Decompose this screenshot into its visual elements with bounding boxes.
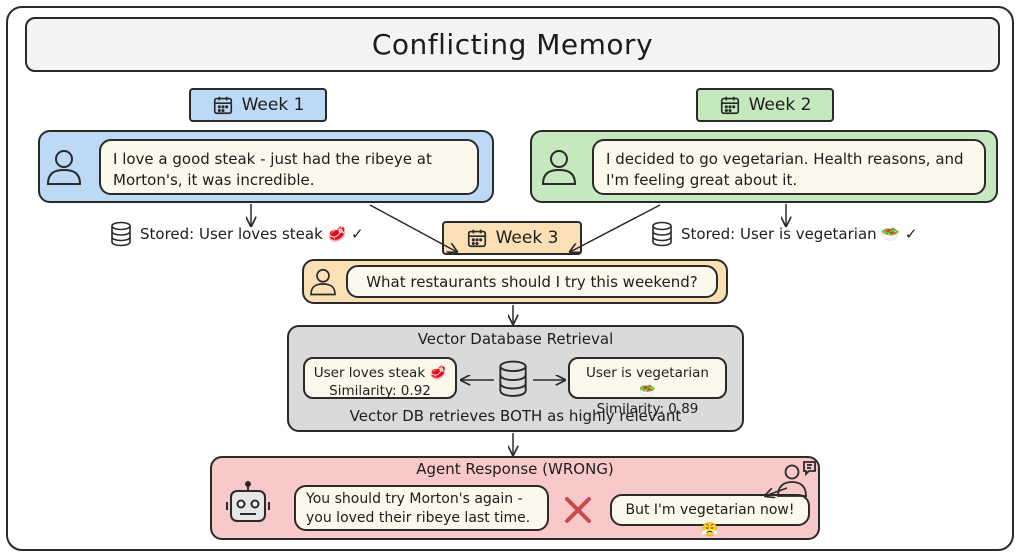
week1-label: Week 1 — [241, 95, 305, 115]
user-icon — [310, 268, 336, 296]
user-icon — [541, 150, 577, 185]
week2-label: Week 2 — [748, 95, 812, 115]
diagram-title: Conflicting Memory — [371, 28, 654, 61]
calendar-icon — [467, 229, 486, 248]
week3-tag: Week 3 — [442, 221, 582, 255]
angry-user-icon — [777, 461, 816, 497]
week2-message: I decided to go vegetarian. Health reaso… — [592, 139, 986, 195]
cross-icon — [565, 497, 591, 523]
week1-tag: Week 1 — [189, 88, 327, 122]
week3-question-text: What restaurants should I try this weeke… — [366, 273, 698, 291]
week2-message-text: I decided to go vegetarian. Health reaso… — [606, 150, 964, 189]
database-icon — [652, 221, 672, 247]
week3-label: Week 3 — [495, 228, 559, 248]
database-icon — [499, 360, 527, 397]
week2-tag: Week 2 — [696, 88, 834, 122]
right-match-similarity: Similarity: 0.89 — [596, 401, 699, 417]
week1-message: I love a good steak - just had the ribey… — [99, 139, 479, 195]
right-match-card: User is vegetarian 🥗 Similarity: 0.89 — [568, 357, 727, 417]
agent-message-text: You should try Morton's again - you love… — [306, 491, 531, 526]
title-banner: Conflicting Memory — [25, 17, 1000, 72]
user-reply: But I'm vegetarian now! 😤 — [610, 494, 810, 538]
user-reply-text: But I'm vegetarian now! 😤 — [625, 502, 795, 538]
user-icon — [46, 150, 82, 185]
left-match-label: User loves steak 🥩 — [313, 365, 447, 381]
robot-icon — [226, 481, 270, 522]
week2-stored-text: Stored: User is vegetarian 🥗 ✓ — [681, 225, 918, 243]
database-icon — [111, 221, 131, 247]
week2-stored-note: Stored: User is vegetarian 🥗 ✓ — [651, 220, 941, 248]
week1-stored-note: Stored: User loves steak 🥩 ✓ — [110, 220, 380, 248]
left-match-card: User loves steak 🥩 Similarity: 0.92 — [303, 357, 457, 399]
response-title: Agent Response (WRONG) — [416, 460, 614, 478]
calendar-icon — [720, 96, 739, 115]
retrieval-caption: Vector DB retrieves BOTH as highly relev… — [349, 407, 682, 425]
week3-question: What restaurants should I try this weeke… — [346, 265, 718, 298]
agent-message: You should try Morton's again - you love… — [294, 485, 549, 531]
retrieval-title: Vector Database Retrieval — [417, 330, 614, 348]
calendar-icon — [213, 96, 232, 115]
week1-stored-text: Stored: User loves steak 🥩 ✓ — [140, 225, 364, 243]
week1-message-text: I love a good steak - just had the ribey… — [113, 150, 432, 189]
right-match-label: User is vegetarian 🥗 — [585, 365, 709, 399]
left-match-similarity: Similarity: 0.92 — [329, 383, 431, 399]
